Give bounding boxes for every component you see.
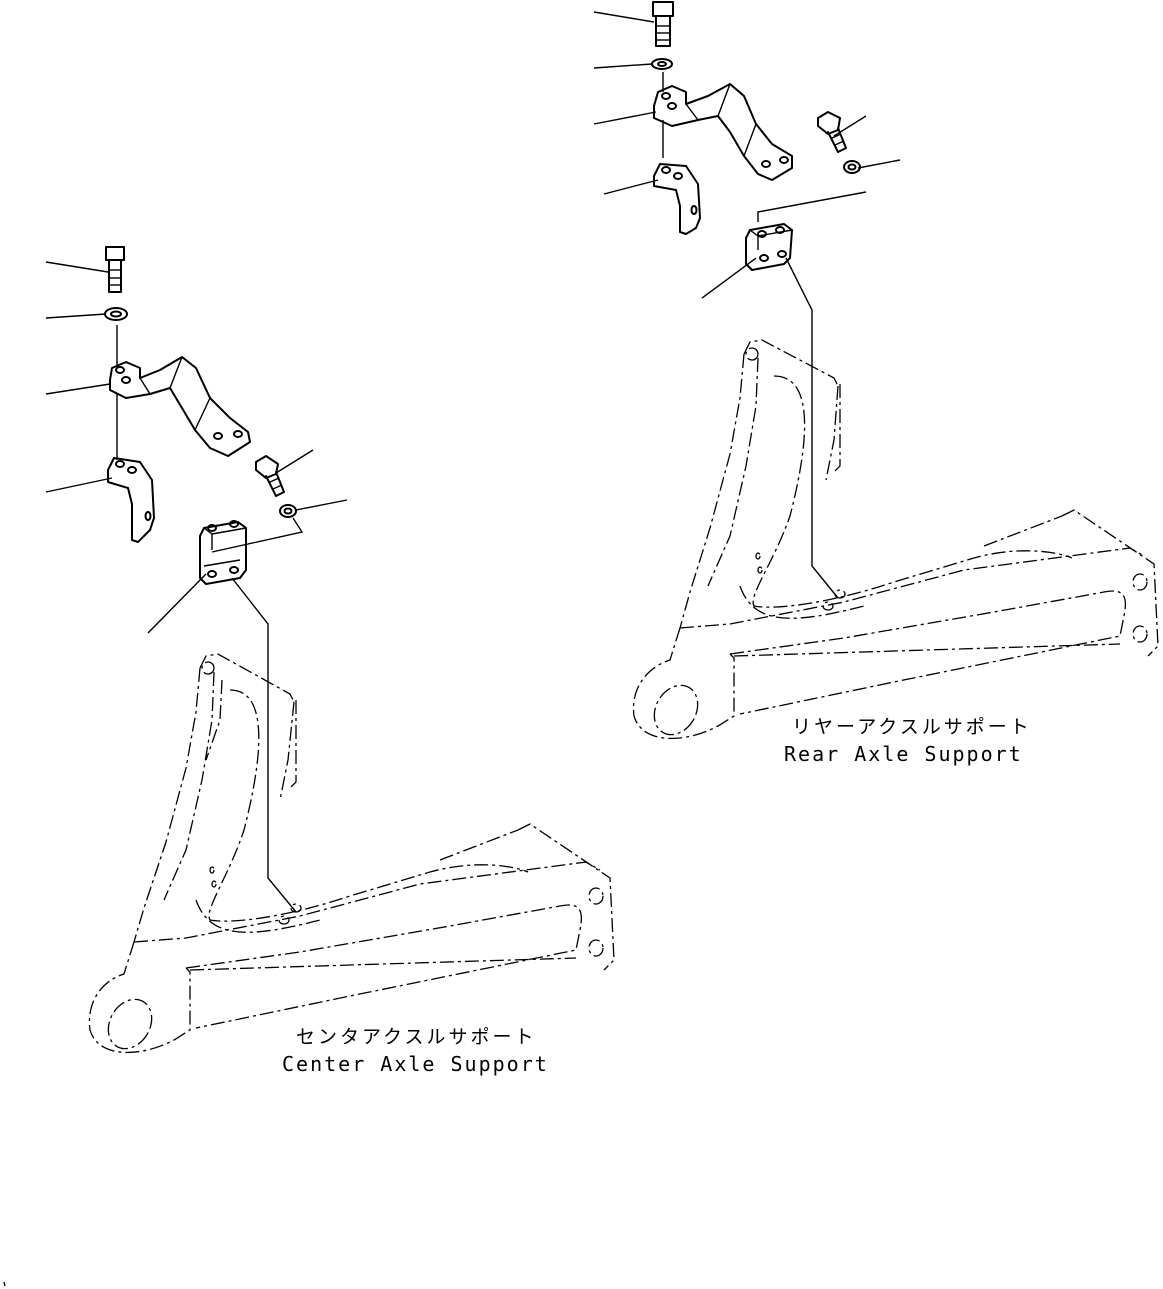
- rear-bolt-side: [817, 111, 847, 153]
- center-axle-support-label-en: Center Axle Support: [282, 1052, 549, 1076]
- rear-axle-assembly: [593, 1, 1159, 740]
- center-axle-support-label-jp: センタアクスルサポート: [296, 1026, 537, 1048]
- rear-bracket: [653, 83, 793, 181]
- rear-leader-lines: [593, 11, 901, 599]
- center-axle-assembly: [45, 246, 615, 1054]
- center-clamp: [107, 457, 155, 543]
- center-bolt-side: [255, 455, 285, 497]
- rear-axle-support-phantom: [632, 339, 1159, 740]
- center-bracket: [109, 356, 251, 457]
- rear-bolt-top: [652, 1, 674, 47]
- center-plate: [199, 520, 247, 585]
- corner-mark: [3, 1281, 6, 1287]
- center-bolt-top: [105, 246, 125, 293]
- rear-plate: [745, 223, 793, 271]
- center-washer-side: [279, 504, 297, 518]
- rear-washer-side: [843, 160, 861, 174]
- rear-washer-top: [651, 58, 673, 70]
- rear-axle-support-label-jp: リヤーアクスルサポート: [792, 716, 1032, 738]
- center-washer-top: [104, 307, 128, 321]
- rear-clamp: [653, 163, 701, 235]
- rear-axle-support-label-en: Rear Axle Support: [784, 742, 1023, 766]
- center-leader-lines: [45, 261, 348, 913]
- center-axle-support-phantom: [88, 653, 615, 1054]
